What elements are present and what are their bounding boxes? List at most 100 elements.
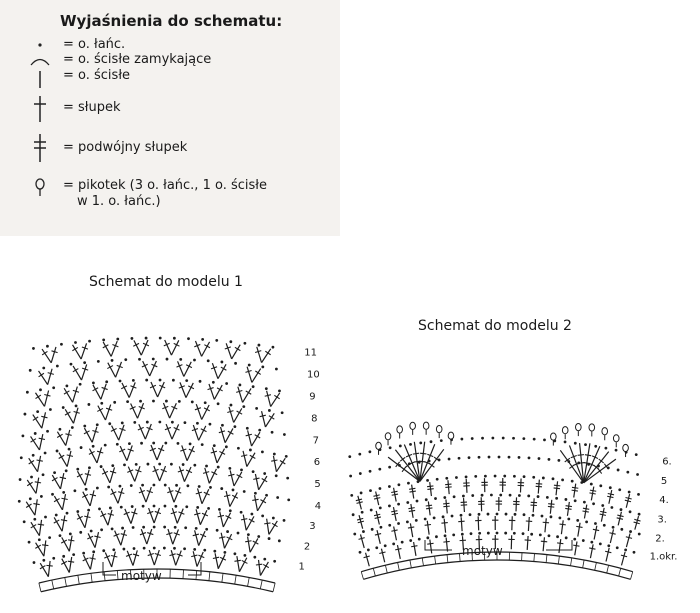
chain-dot (27, 540, 31, 544)
chain-dot (564, 536, 568, 540)
chain-dot (54, 513, 58, 517)
double-crochet-mark (118, 424, 125, 441)
stitch-bar (259, 414, 266, 418)
double-crochet-mark (198, 425, 207, 441)
motif-band-tick (259, 579, 263, 589)
double-crochet-mark (114, 361, 123, 378)
chain-dot (517, 456, 521, 459)
chain-dot (65, 384, 69, 388)
chain-dot (188, 442, 192, 446)
chain-dot (228, 466, 232, 470)
chain-dot (573, 441, 577, 445)
chain-dot (460, 437, 464, 441)
stitch-bar (634, 518, 641, 522)
stitch-bar (30, 524, 37, 529)
stitch-bar (357, 520, 365, 524)
stitch-bar (101, 470, 109, 475)
chain-dot (220, 487, 224, 490)
chain-dot (139, 399, 142, 403)
stitch-bar (96, 450, 104, 454)
chain-dot (209, 486, 212, 489)
picot-mark (588, 423, 596, 432)
chain-dot (183, 421, 187, 424)
double-crochet-mark (560, 520, 564, 535)
double-crochet-mark (153, 465, 161, 482)
stitch-bar (373, 513, 381, 517)
double-crochet-mark (201, 404, 210, 420)
chain-dot (629, 530, 632, 533)
stitch-bar (84, 515, 91, 519)
double-crochet-mark (201, 341, 211, 357)
chain-dot (594, 444, 598, 448)
double-crochet-mark (102, 341, 112, 357)
double-crochet-mark (364, 552, 370, 567)
chain-dot (172, 336, 176, 340)
chain-dot (375, 546, 379, 550)
double-crochet-mark (133, 340, 142, 356)
double-crochet-mark (38, 433, 44, 451)
chain-dot (245, 426, 249, 430)
chain-dot (43, 451, 47, 455)
double-crochet-mark (171, 424, 180, 440)
stitch-bar (173, 426, 180, 431)
chain-dot (17, 499, 21, 503)
chain-dot (184, 526, 188, 530)
chain-dot (48, 536, 52, 540)
motif-band-tick (397, 562, 400, 571)
chain-dot (487, 455, 491, 459)
chain-dot (87, 403, 91, 406)
double-crochet-mark (59, 473, 65, 490)
chain-dot (582, 500, 586, 504)
chain-dot (353, 532, 357, 536)
chain-dot (504, 531, 508, 535)
chain-dot (636, 473, 639, 476)
stitch-bar (58, 454, 65, 459)
row-number: 6. (662, 456, 672, 467)
stitch-bar (405, 453, 413, 458)
chain-dot (177, 399, 181, 403)
stitch-bar (589, 492, 596, 495)
stitch-bar (139, 532, 147, 536)
double-crochet-mark (30, 521, 40, 536)
stitch-bar (34, 481, 42, 484)
chain-dot (158, 420, 162, 424)
chain-dot (91, 444, 95, 448)
stitch-bar (64, 411, 71, 416)
stitch-bar (254, 350, 262, 354)
chain-dot (547, 457, 551, 461)
chain-dot (470, 437, 474, 440)
chain-dot (203, 548, 207, 552)
chain-dot (51, 492, 54, 496)
double-crochet-mark (445, 537, 449, 552)
stitch-bar (252, 498, 259, 501)
chain-dot (238, 383, 242, 387)
double-crochet-mark (376, 530, 381, 544)
stitch-bar (443, 540, 450, 543)
chain-dot (400, 540, 404, 544)
chain-dot (243, 341, 247, 345)
double-crochet-mark (100, 383, 107, 400)
chain-dot (205, 464, 208, 468)
chain-dot (129, 484, 133, 487)
stitch-bar (219, 556, 227, 561)
stitch-bar (624, 499, 632, 503)
chain-dot (82, 551, 86, 555)
stitch-bar (559, 523, 566, 526)
chain-dot (193, 547, 197, 551)
stitch-bar (548, 503, 555, 505)
chain-dot (261, 514, 265, 518)
double-crochet-mark (233, 471, 243, 487)
double-crochet-mark (477, 516, 480, 531)
stitch-bar (76, 473, 83, 478)
chain-dot (39, 388, 42, 392)
stitch-bar (264, 350, 271, 356)
stitch-bar (573, 544, 580, 547)
stitch-bar (104, 555, 111, 559)
chain-dot (41, 473, 45, 477)
chain-dot (424, 498, 428, 502)
stitch-bar (262, 563, 270, 569)
stitch-bar (138, 490, 146, 494)
stitch-bar (107, 365, 114, 370)
chain-dot (452, 495, 456, 499)
stitch-bar (185, 364, 193, 369)
